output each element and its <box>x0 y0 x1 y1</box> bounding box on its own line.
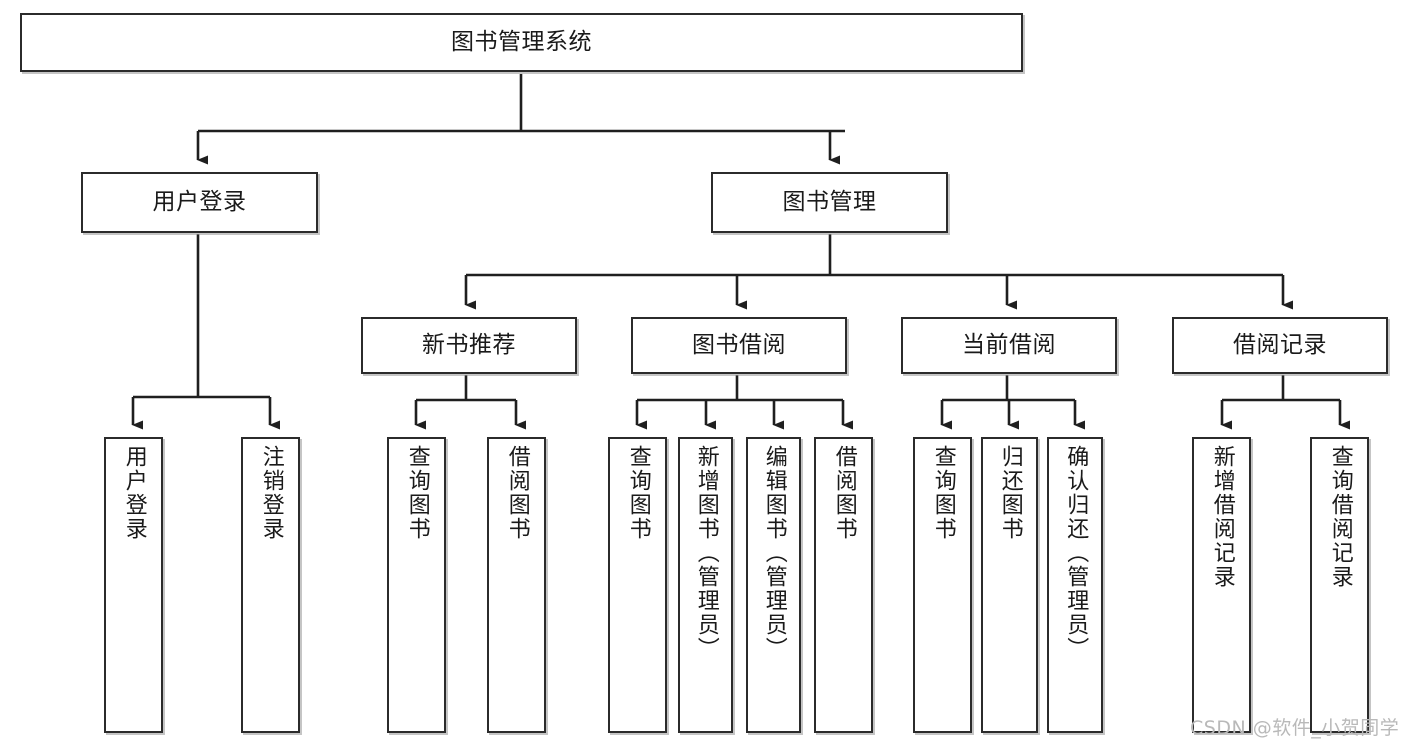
leaf-query-book-current[interactable]: 查询图书 <box>913 437 972 733</box>
leaf-query-book-borrow[interactable]: 查询图书 <box>608 437 667 733</box>
node-current-borrow[interactable]: 当前借阅 <box>901 317 1117 374</box>
leaf-add-borrow-record-label: 新增借阅记录 <box>1209 445 1235 589</box>
node-borrow-record-label: 借阅记录 <box>1233 331 1327 358</box>
leaf-borrow-book-borrow-label: 借阅图书 <box>831 445 857 541</box>
leaf-query-book-current-label: 查询图书 <box>930 445 956 541</box>
leaf-borrow-book-newbook-label: 借阅图书 <box>504 445 530 541</box>
leaf-edit-book-admin-label: 编辑图书（管理员） <box>761 445 787 661</box>
node-root-system[interactable]: 图书管理系统 <box>20 13 1023 72</box>
leaf-query-borrow-record-label: 查询借阅记录 <box>1327 445 1353 589</box>
leaf-query-borrow-record[interactable]: 查询借阅记录 <box>1310 437 1369 733</box>
leaf-query-book-borrow-label: 查询图书 <box>625 445 651 541</box>
csdn-watermark: CSDN @软件_小贺同学 <box>1190 717 1400 739</box>
leaf-user-login-label: 用户登录 <box>121 445 147 541</box>
node-borrow-record[interactable]: 借阅记录 <box>1172 317 1388 374</box>
node-user-login-label: 用户登录 <box>152 188 247 215</box>
node-book-borrow-label: 图书借阅 <box>692 331 786 358</box>
node-new-book-recommend-label: 新书推荐 <box>422 331 516 358</box>
leaf-return-book-label: 归还图书 <box>997 445 1023 541</box>
leaf-borrow-book-newbook[interactable]: 借阅图书 <box>487 437 546 733</box>
node-root-system-label: 图书管理系统 <box>451 28 592 55</box>
leaf-user-login[interactable]: 用户登录 <box>104 437 163 733</box>
leaf-confirm-return-admin-label: 确认归还（管理员） <box>1063 445 1089 661</box>
leaf-add-borrow-record[interactable]: 新增借阅记录 <box>1192 437 1251 733</box>
node-new-book-recommend[interactable]: 新书推荐 <box>361 317 577 374</box>
node-current-borrow-label: 当前借阅 <box>962 331 1056 358</box>
leaf-query-book-newbook-label: 查询图书 <box>404 445 430 541</box>
leaf-edit-book-admin[interactable]: 编辑图书（管理员） <box>746 437 801 733</box>
node-book-borrow[interactable]: 图书借阅 <box>631 317 847 374</box>
node-book-management[interactable]: 图书管理 <box>711 172 948 233</box>
leaf-logout-login-label: 注销登录 <box>258 445 284 541</box>
leaf-query-book-newbook[interactable]: 查询图书 <box>387 437 446 733</box>
leaf-add-book-admin[interactable]: 新增图书（管理员） <box>678 437 733 733</box>
node-book-management-label: 图书管理 <box>782 188 877 215</box>
leaf-confirm-return-admin[interactable]: 确认归还（管理员） <box>1047 437 1103 733</box>
leaf-add-book-admin-label: 新增图书（管理员） <box>693 445 719 661</box>
node-user-login[interactable]: 用户登录 <box>81 172 318 233</box>
leaf-return-book[interactable]: 归还图书 <box>981 437 1038 733</box>
leaf-logout-login[interactable]: 注销登录 <box>241 437 300 733</box>
leaf-borrow-book-borrow[interactable]: 借阅图书 <box>814 437 873 733</box>
